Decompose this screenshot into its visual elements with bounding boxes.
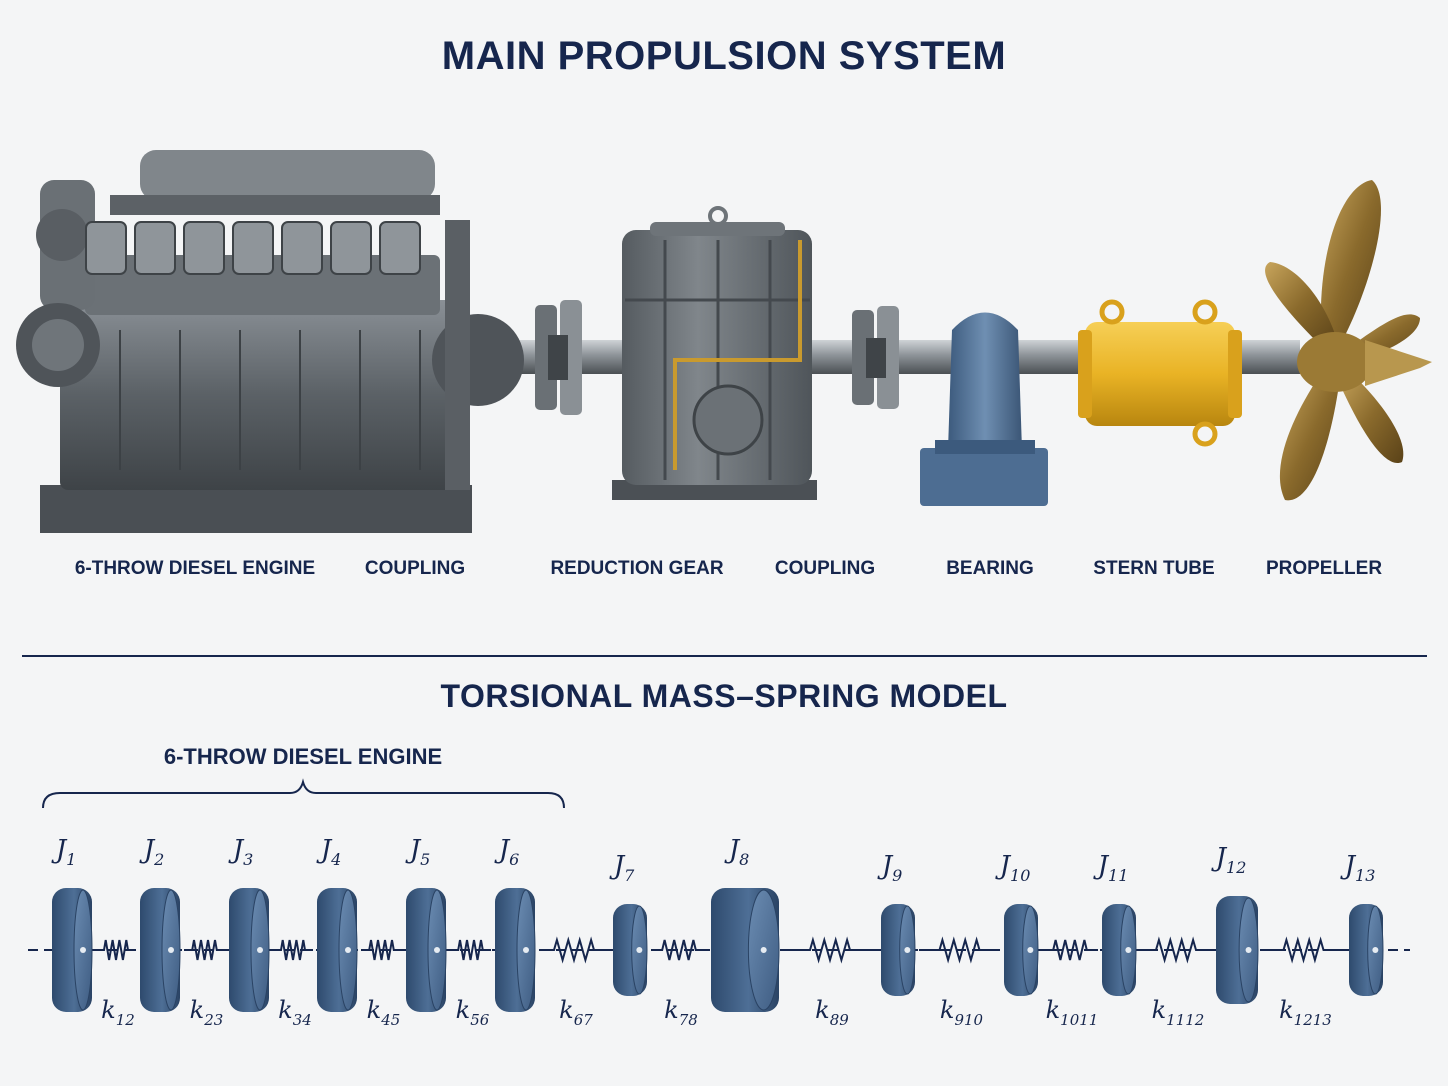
label-diesel-engine: 6-THROW DIESEL ENGINE [74, 558, 316, 579]
spring-label-10: k1011 [1046, 996, 1099, 1029]
inertia-disc-8 [711, 888, 780, 1012]
spring-5 [450, 939, 491, 961]
engine-brace [42, 778, 565, 809]
inertia-label-12: J12 [1211, 843, 1247, 877]
spring-9 [919, 936, 1000, 964]
spring-label-8: k89 [815, 996, 849, 1029]
inertia-disc-5 [406, 888, 447, 1012]
spring-4 [361, 939, 402, 961]
inertia-label-5: J5 [405, 835, 431, 869]
spring-label-7: k78 [664, 996, 698, 1029]
inertia-disc-4 [317, 888, 358, 1012]
propeller [1265, 180, 1432, 501]
spring-label-6: k67 [559, 996, 593, 1029]
spring-6 [539, 936, 609, 964]
spring-8 [783, 936, 877, 964]
spring-3 [273, 939, 313, 961]
spring-1 [96, 939, 136, 961]
spring-label-12: k1213 [1279, 996, 1332, 1029]
label-coupling-1: COUPLING [364, 558, 466, 579]
inertia-disc-2 [140, 888, 181, 1012]
spring-7 [651, 939, 707, 961]
inertia-disc-13 [1349, 904, 1384, 996]
propulsion-hardware-illustration [16, 150, 1432, 533]
reduction-gear [612, 206, 817, 500]
spring-label-9: k910 [940, 996, 984, 1029]
spring-label-1: k12 [101, 996, 135, 1029]
inertia-label-13: J13 [1340, 851, 1376, 885]
inertia-label-6: J6 [494, 835, 520, 869]
inertia-disc-3 [229, 888, 270, 1012]
spring-label-11: k1112 [1152, 996, 1205, 1029]
inertia-label-4: J4 [316, 835, 342, 869]
diesel-engine [16, 150, 524, 533]
inertia-label-3: J3 [228, 835, 254, 869]
spring-10 [1042, 939, 1098, 961]
inertia-label-8: J8 [724, 835, 750, 869]
inertia-disc-1 [52, 888, 93, 1012]
section-divider [22, 655, 1427, 657]
inertia-disc-9 [881, 904, 916, 996]
label-reduction-gear: REDUCTION GEAR [550, 558, 724, 579]
inertia-label-1: J1 [51, 835, 77, 869]
inertia-disc-10 [1004, 904, 1039, 996]
spring-label-2: k23 [190, 996, 224, 1029]
inertia-label-7: J7 [609, 851, 635, 885]
inertia-label-10: J10 [995, 851, 1031, 885]
stern-tube [1078, 299, 1242, 447]
inertia-disc-11 [1102, 904, 1137, 996]
model-title: TORSIONAL MASS–SPRING MODEL [440, 678, 1008, 714]
spring-label-4: k45 [367, 996, 401, 1029]
spring-2 [184, 939, 225, 961]
spring-label-5: k56 [456, 996, 490, 1029]
spring-12 [1262, 936, 1345, 964]
bearing [920, 312, 1048, 506]
label-stern-tube: STERN TUBE [1093, 558, 1215, 579]
coupling-1 [535, 300, 582, 415]
inertia-disc-6 [495, 888, 536, 1012]
coupling-2 [852, 306, 899, 409]
label-coupling-2: COUPLING [774, 558, 876, 579]
inertia-label-9: J9 [877, 851, 903, 885]
inertia-label-11: J11 [1093, 851, 1129, 885]
inertia-disc-7 [613, 904, 648, 996]
inertia-label-2: J2 [139, 835, 165, 869]
inertia-disc-12 [1216, 896, 1259, 1004]
page-title: MAIN PROPULSION SYSTEM [441, 34, 1007, 78]
label-propeller: PROPELLER [1265, 558, 1383, 579]
spring-label-3: k34 [278, 996, 312, 1029]
label-bearing: BEARING [946, 558, 1034, 579]
spring-11 [1140, 936, 1212, 964]
engine-group-label: 6-THROW DIESEL ENGINE [164, 744, 442, 769]
